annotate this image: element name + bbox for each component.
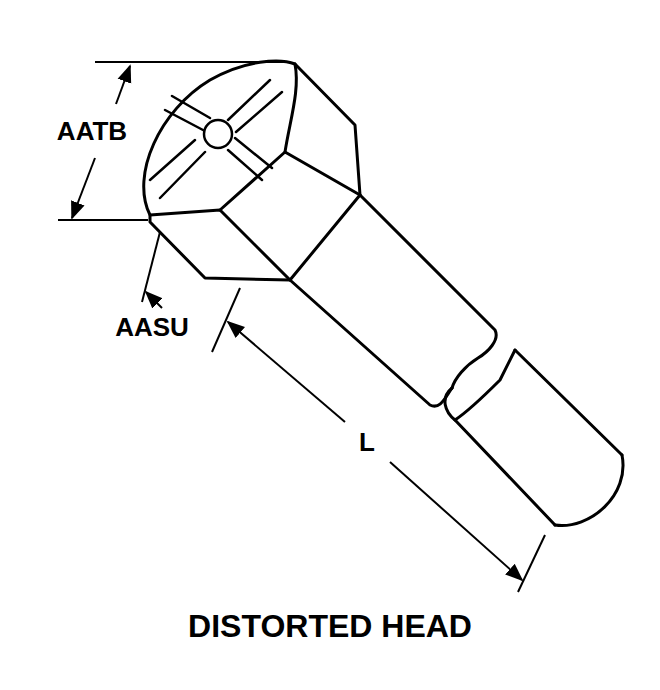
dimension-arrow (146, 292, 162, 308)
caption: DISTORTED HEAD (186, 610, 474, 642)
dimension-label: AASU (113, 314, 191, 340)
dimension-line (116, 66, 130, 104)
shank (455, 420, 555, 525)
head-face (144, 61, 360, 280)
hex-edge (285, 64, 296, 152)
hex-flat (150, 210, 290, 280)
extension-line (212, 288, 240, 352)
shank-end (555, 455, 623, 525)
dimension-line (72, 158, 95, 218)
shank (515, 350, 622, 455)
slot-lines (150, 80, 282, 198)
center-hole (204, 120, 232, 148)
extension-line (518, 535, 545, 592)
dimension-label: L (357, 429, 377, 455)
shank (290, 280, 452, 406)
dimension-line (390, 462, 522, 580)
dimension-label: AATB (55, 118, 129, 144)
dimension-line (228, 322, 345, 422)
shank (360, 195, 496, 388)
extension-line (58, 219, 148, 221)
extension-line (142, 232, 160, 302)
extension-line (95, 61, 288, 63)
slot-lines (165, 96, 272, 180)
shank-break (445, 350, 515, 420)
